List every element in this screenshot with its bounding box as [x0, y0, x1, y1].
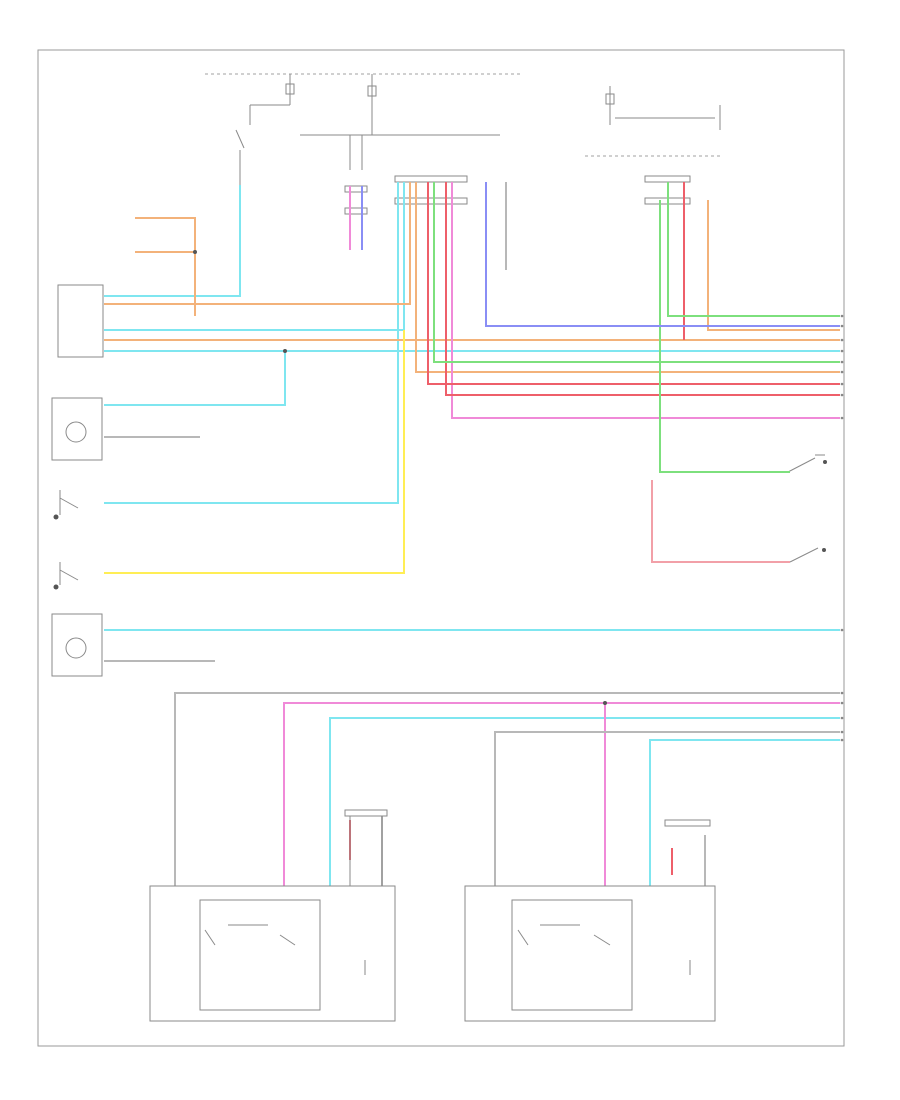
passenger-door-lock-motor — [51, 613, 103, 677]
door-lock-switch — [53, 490, 79, 520]
connector-group-top — [344, 175, 691, 215]
red-wires — [349, 182, 840, 875]
rear-door-switch-right — [789, 547, 826, 563]
motor-icon — [65, 637, 87, 659]
fuse-block-right — [605, 86, 721, 130]
cyan-wires — [104, 182, 840, 886]
rear-power-window-switch-left — [149, 885, 396, 1022]
fuse-block-center — [300, 74, 500, 170]
yellow-wire — [104, 330, 405, 574]
light-red-wire — [651, 480, 790, 563]
junction-dots — [193, 250, 607, 705]
power-window-master-switch — [57, 284, 104, 358]
green-wires — [433, 182, 840, 473]
rear-power-window-switch-right — [464, 885, 716, 1022]
rear-door-switch-left — [787, 454, 827, 473]
motor-connector-right — [664, 819, 711, 827]
motor-icon — [65, 421, 87, 443]
fuse-block-left — [235, 74, 295, 185]
switch-internals-left — [199, 899, 366, 1011]
motor-connector-left — [344, 809, 388, 886]
pink-wires — [283, 182, 840, 886]
door-unlock-switch — [53, 562, 79, 590]
diagram-frame — [37, 49, 845, 1047]
gray-wires — [104, 182, 840, 886]
driver-door-lock-motor — [51, 397, 103, 461]
switch-internals-right — [511, 899, 691, 1011]
orange-wires — [104, 182, 840, 373]
blue-wires — [361, 182, 840, 327]
right-edge-terminals — [840, 314, 844, 742]
